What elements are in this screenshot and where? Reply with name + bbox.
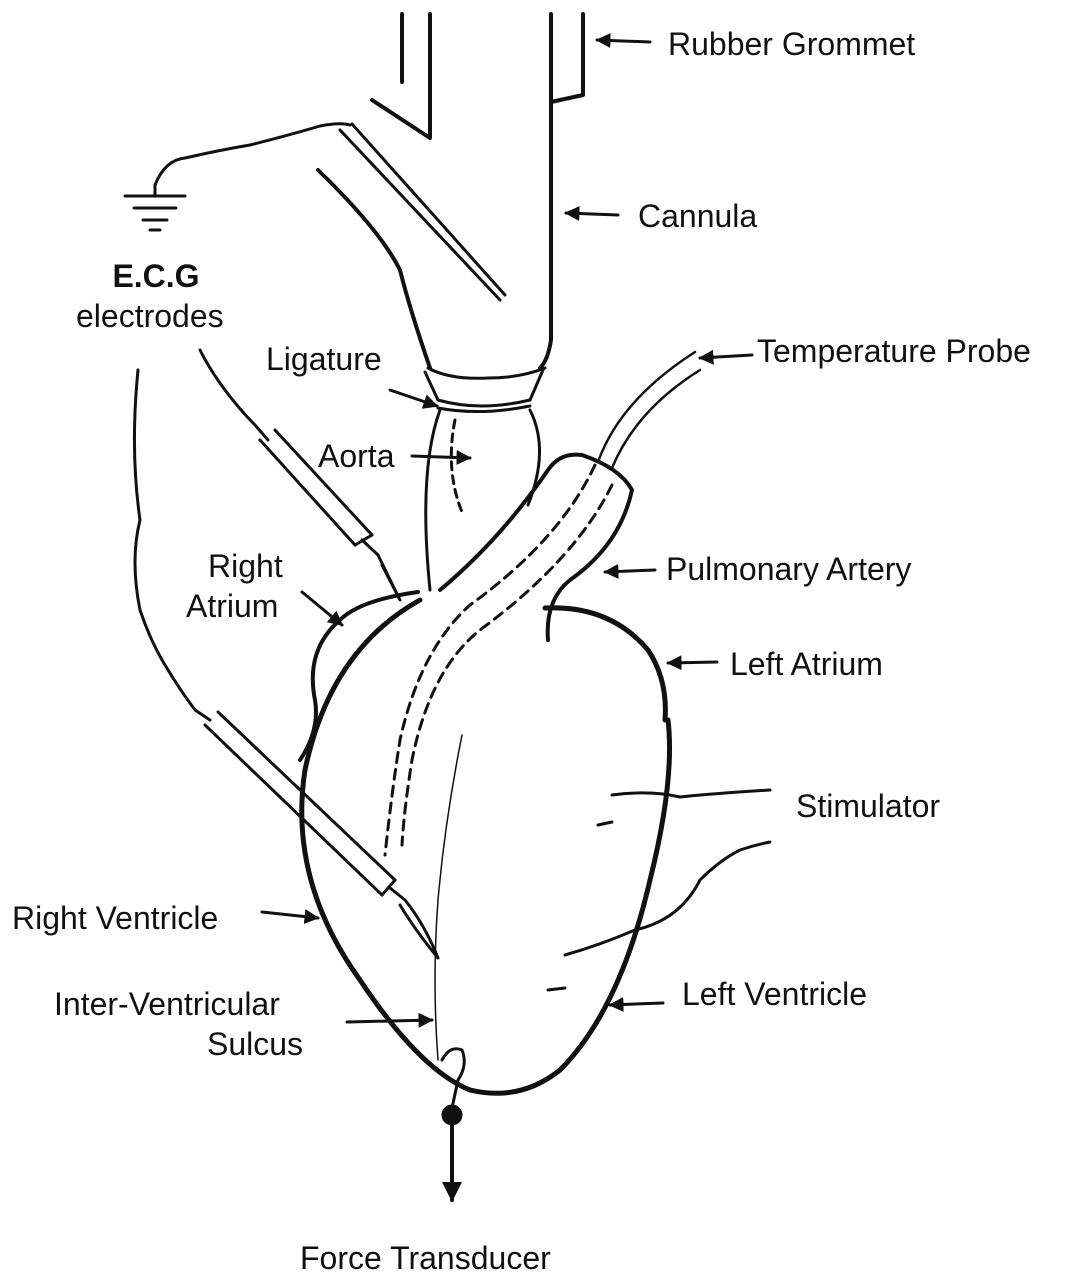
label-rubber-grommet: Rubber Grommet: [668, 28, 915, 60]
label-right-atrium-2: Atrium: [186, 590, 278, 622]
label-force-transducer: Force Transducer: [300, 1242, 551, 1274]
label-temperature-probe: Temperature Probe: [757, 335, 1031, 367]
label-cannula: Cannula: [638, 200, 757, 232]
temperature-probe: [598, 352, 700, 468]
inter-ventricular-sulcus: [435, 735, 462, 1060]
label-right-ventricle: Right Ventricle: [12, 902, 218, 934]
left-atrium: [545, 608, 665, 720]
label-left-ventricle: Left Ventricle: [682, 978, 867, 1010]
label-inter-ventricular: Inter-Ventricular: [54, 988, 280, 1020]
label-sulcus: Sulcus: [207, 1028, 303, 1060]
label-left-atrium: Left Atrium: [730, 648, 883, 680]
cannula: [318, 14, 583, 368]
label-right-atrium-1: Right: [208, 550, 283, 582]
label-pulmonary-artery: Pulmonary Artery: [666, 553, 911, 585]
ventricles-outline: [302, 600, 670, 1093]
label-ligature: Ligature: [266, 343, 382, 375]
aorta: [425, 368, 545, 590]
ground-icon: [125, 192, 185, 230]
pulmonary-artery: [385, 455, 632, 855]
label-ecg: E.C.G: [96, 260, 216, 292]
apex-hook: [442, 1049, 464, 1200]
label-aorta: Aorta: [318, 440, 394, 472]
label-electrodes: electrodes: [76, 300, 224, 332]
stimulator-wires: [548, 790, 770, 990]
label-stimulator: Stimulator: [796, 790, 940, 822]
